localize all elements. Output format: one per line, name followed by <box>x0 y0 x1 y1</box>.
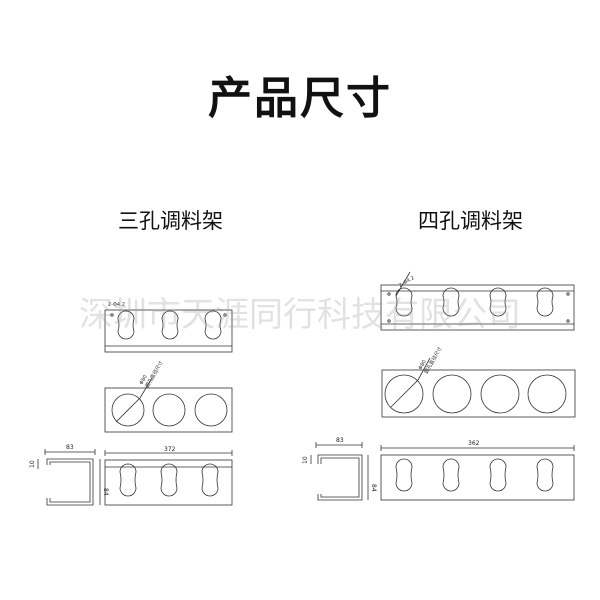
circle-note-right-sub: 圆孔直径尺寸 <box>423 346 444 375</box>
four-hole-front-view <box>380 445 575 501</box>
three-hole-width-dim: 372 <box>164 446 176 453</box>
four-hole-height-dim: 84 <box>370 484 377 492</box>
page-title: 产品尺寸 <box>208 73 392 124</box>
company-watermark: 深圳市天涯同行科技有限公司 <box>79 295 521 335</box>
round-hole-1 <box>384 374 424 414</box>
three-hole-front-view <box>104 450 233 506</box>
slot-3 <box>489 287 507 317</box>
round-hole-2 <box>432 374 472 414</box>
slot-note-left: 2-Φ4.2 <box>108 302 125 308</box>
front-slot-3 <box>489 458 507 492</box>
slot-4 <box>536 287 554 317</box>
front-slot-4 <box>536 458 554 492</box>
four-hole-rack-title: 四孔调料架 <box>418 209 523 233</box>
four-hole-lip-dim: 10 <box>302 456 309 464</box>
four-hole-top-view <box>380 271 575 331</box>
three-hole-side-profile <box>37 449 101 506</box>
circle-note-left-sub: 圆孔直径尺寸 <box>144 360 165 389</box>
round-hole-3 <box>194 393 228 427</box>
round-hole-1 <box>111 393 145 427</box>
slot-2 <box>161 310 179 340</box>
front-slot-1 <box>119 463 137 497</box>
three-hole-rack-title: 三孔调料架 <box>118 209 223 233</box>
three-hole-lip-dim: 10 <box>29 460 36 468</box>
front-slot-3 <box>201 463 219 497</box>
slot-3 <box>204 310 222 340</box>
round-hole-2 <box>152 393 186 427</box>
three-hole-depth-dim: 83 <box>66 444 74 451</box>
slot-2 <box>442 287 460 317</box>
four-hole-depth-dim: 83 <box>336 437 344 444</box>
three-hole-top-view <box>104 309 233 353</box>
round-hole-4 <box>527 374 567 414</box>
front-slot-1 <box>395 458 413 492</box>
circle-note-right: Φ80 <box>418 359 428 371</box>
circle-note-left: Φ80 <box>139 374 149 386</box>
front-slot-2 <box>160 463 178 497</box>
front-slot-2 <box>442 458 460 492</box>
four-hole-width-dim: 362 <box>468 440 480 447</box>
slot-1 <box>117 310 135 340</box>
round-hole-3 <box>480 374 520 414</box>
three-hole-circle-view <box>104 377 233 433</box>
four-hole-side-profile <box>310 442 369 501</box>
four-hole-circle-view <box>381 357 576 418</box>
slot-1 <box>395 287 413 317</box>
three-hole-height-dim: 84 <box>102 488 109 496</box>
